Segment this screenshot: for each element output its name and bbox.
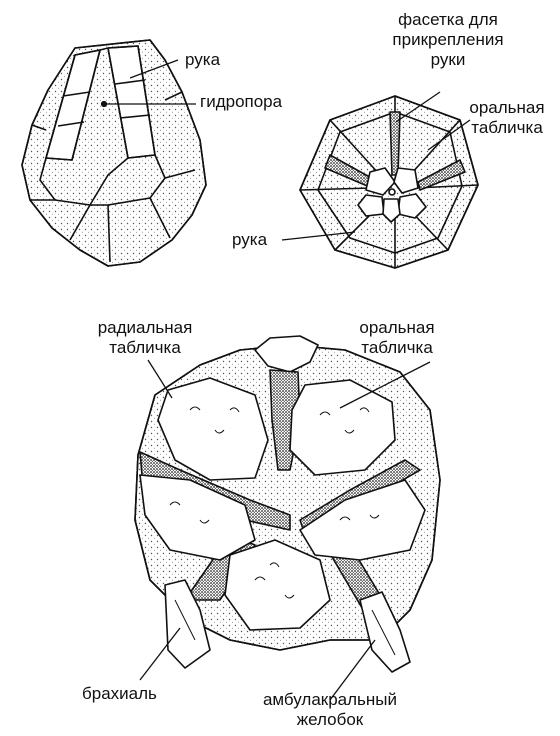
ambulacral-groove-label-line2: желобок <box>250 710 410 730</box>
radial-plate-label-line1: радиальная <box>85 318 205 338</box>
oral-surface-enlarged <box>135 336 440 672</box>
calyx-lateral-view <box>22 40 206 266</box>
ambulacral-groove-label-line1: амбулакральный <box>250 690 410 710</box>
oral-plate-label-top-line1: оральная <box>455 98 559 118</box>
brachial-label: брахиаль <box>82 684 157 704</box>
oral-plate-label-bottom-line2: табличка <box>345 338 449 358</box>
arm-label-oral: рука <box>232 230 267 250</box>
ambulacral-groove-label: амбулакральный желобок <box>250 690 410 730</box>
hydropore-label: гидропора <box>200 92 282 112</box>
oral-plate-label-top: оральная табличка <box>455 98 559 138</box>
oral-plate-label-bottom-line1: оральная <box>345 318 449 338</box>
arm-label-lateral: рука <box>185 50 220 70</box>
oral-plate-label-top-line2: табличка <box>455 118 559 138</box>
calyx-oral-view <box>300 96 478 268</box>
arm-facet-label: фасетка для прикрепления руки <box>368 10 528 70</box>
arm-facet-label-line3: руки <box>368 50 528 70</box>
radial-plate-label-line2: табличка <box>85 338 205 358</box>
oral-plate-label-bottom: оральная табличка <box>345 318 449 358</box>
arm-facet-label-line1: фасетка для <box>368 10 528 30</box>
arm-facet-label-line2: прикрепления <box>368 30 528 50</box>
radial-plate-label: радиальная табличка <box>85 318 205 358</box>
